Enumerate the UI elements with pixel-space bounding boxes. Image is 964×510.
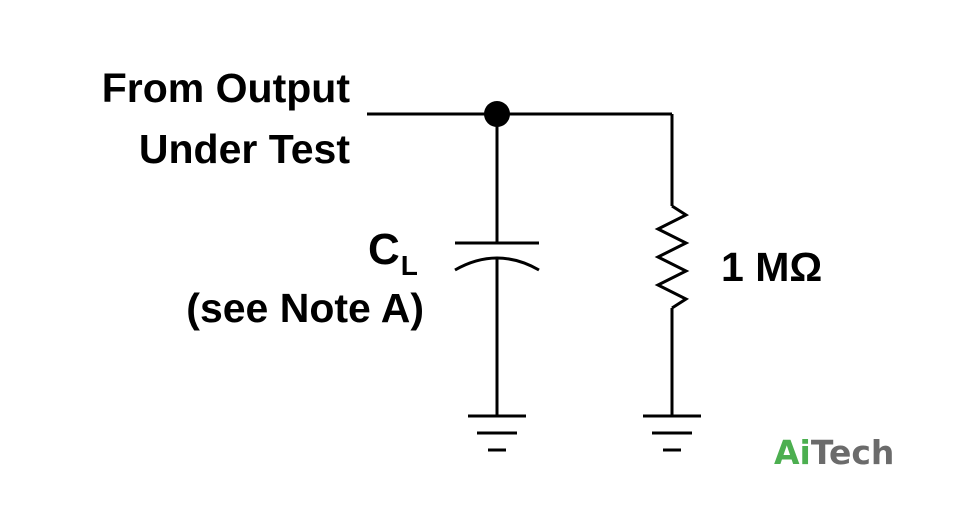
resistor-value-label: 1 MΩ [721,244,823,290]
capacitor-ground-icon [468,414,526,452]
capacitor-subscript: L [400,250,418,281]
resistor-ground-icon [643,414,701,452]
capacitor-label: CL [368,225,418,280]
logo-part-tech: Tech [810,433,895,472]
junction-dot [484,101,510,127]
source-label-line1: From Output [101,65,350,111]
resistor-symbol [654,204,690,310]
logo-part-ai: Ai [774,433,811,472]
capacitor-symbol: C [368,225,400,274]
capacitor-note: (see Note A) [186,285,424,331]
aitech-logo: AiTech [774,436,894,469]
source-label-line2: Under Test [138,126,350,172]
